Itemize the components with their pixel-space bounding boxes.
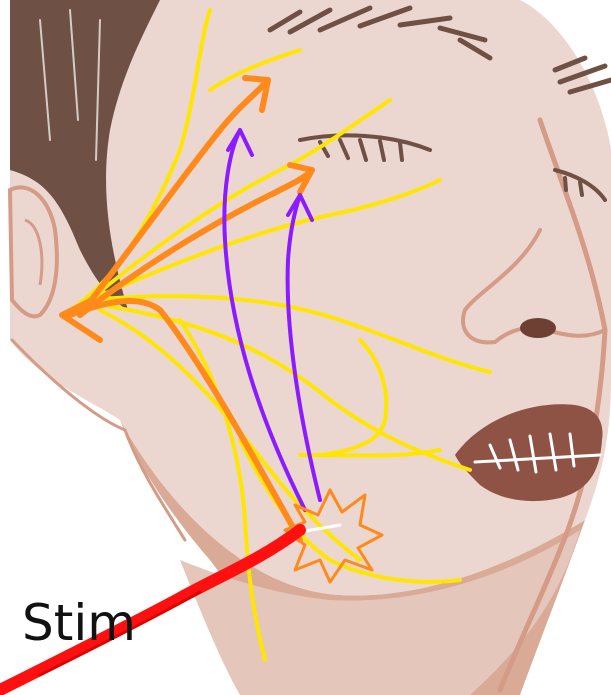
- stim-label: Stim: [22, 594, 136, 652]
- nostril: [520, 318, 556, 338]
